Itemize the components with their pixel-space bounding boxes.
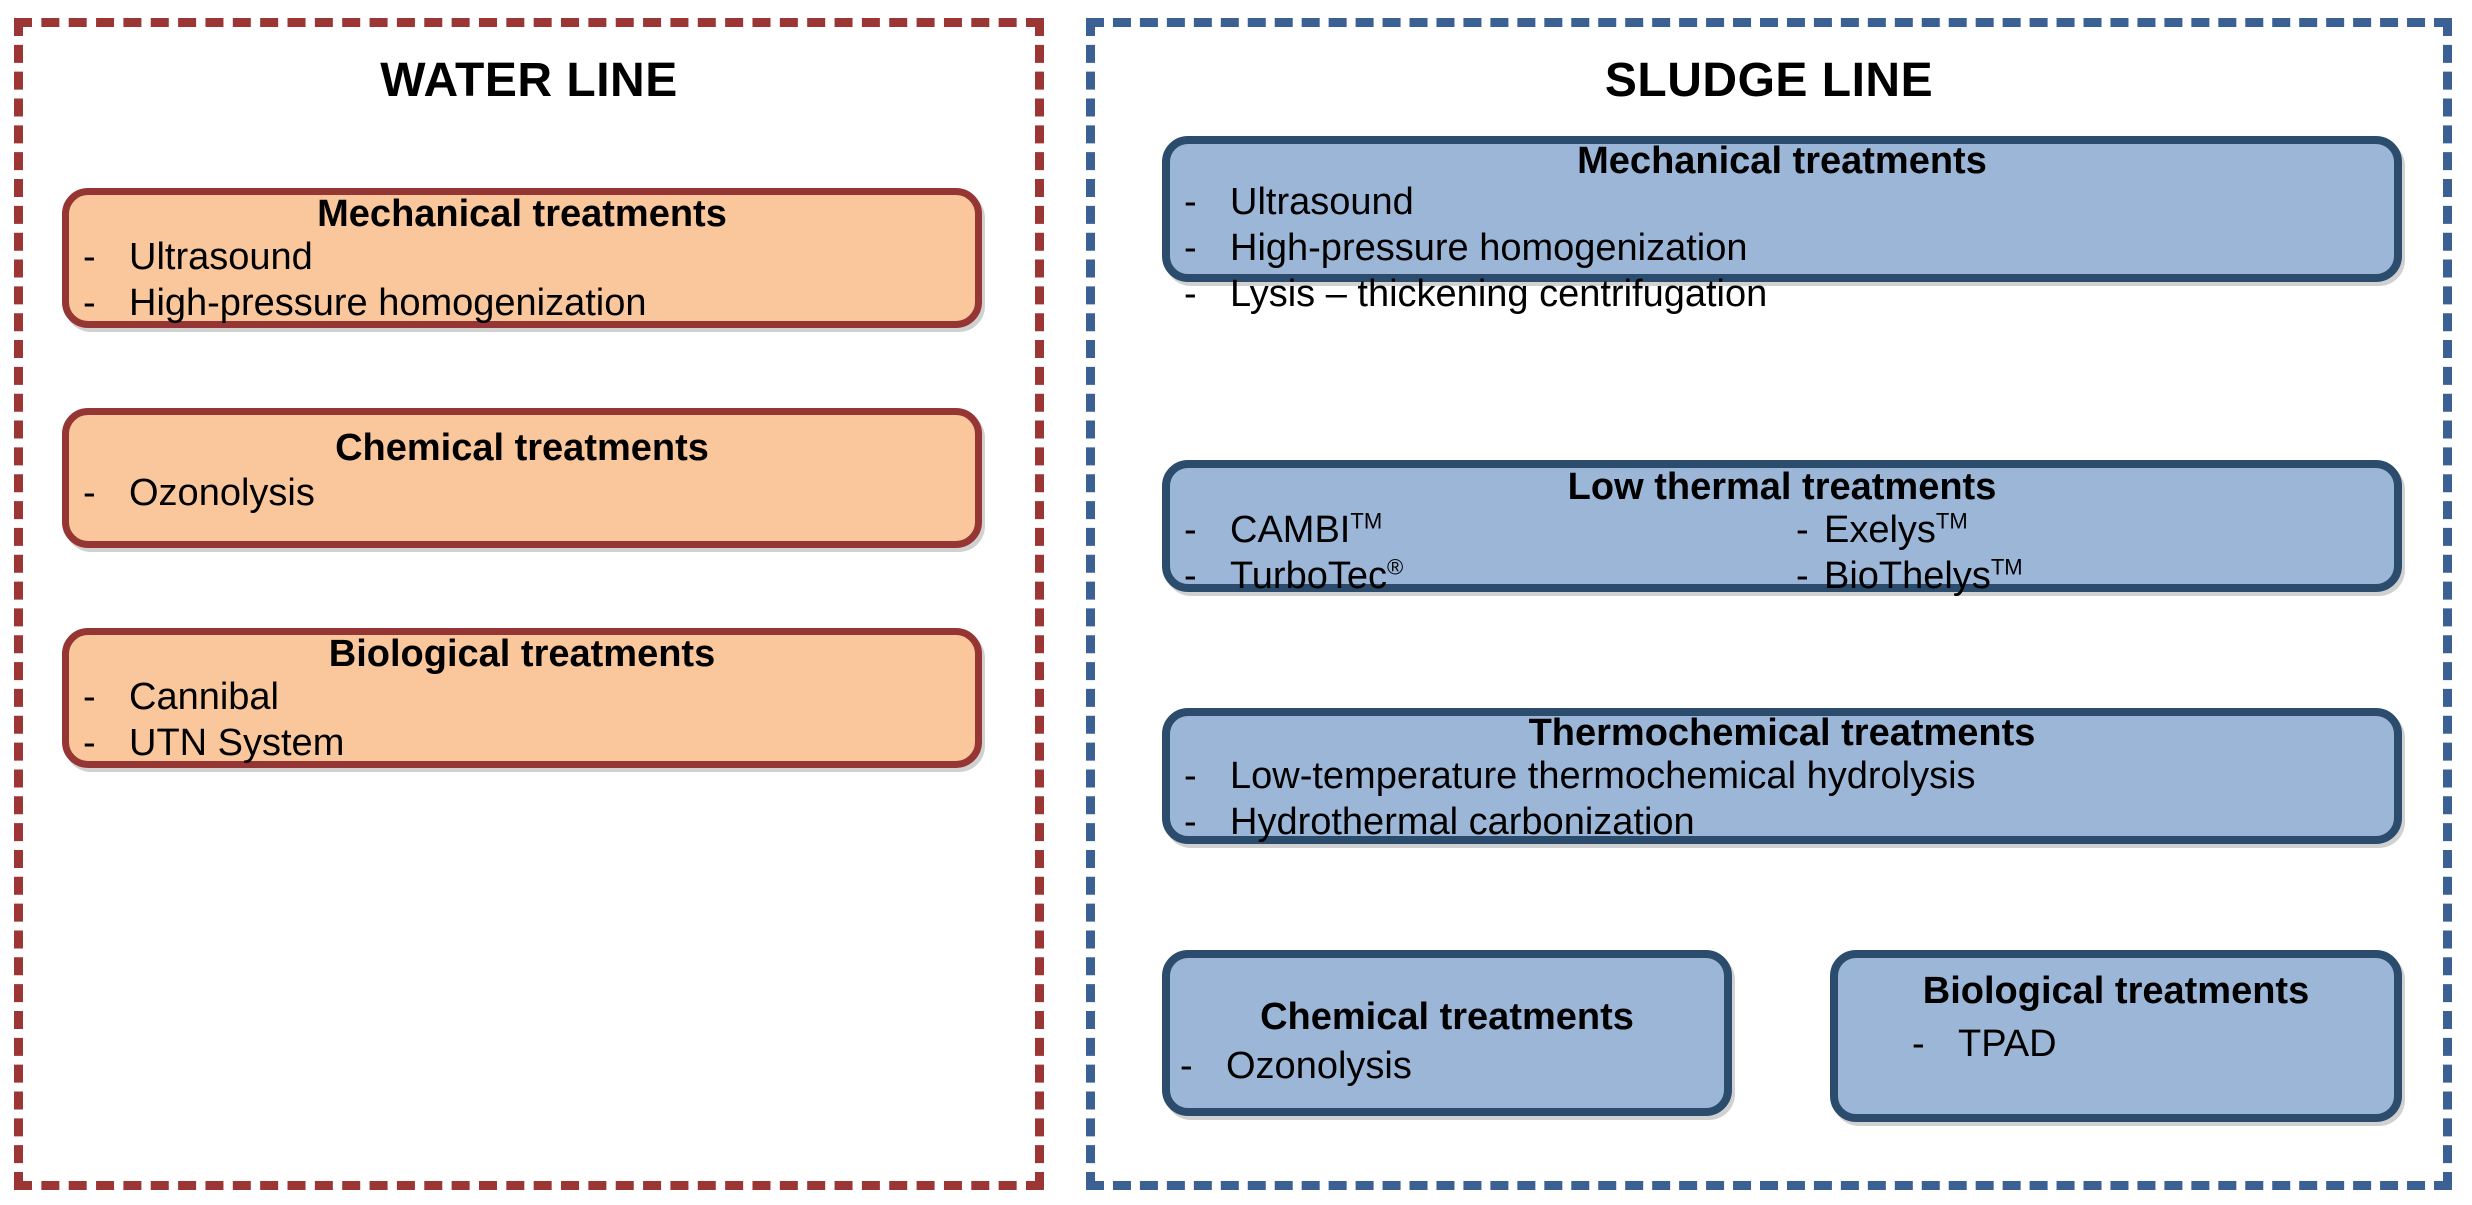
bullet-dash: -	[83, 235, 96, 278]
list-item-label: Ozonolysis	[1226, 1044, 1412, 1087]
list-item: - ExelysTM	[1796, 507, 2408, 553]
water-biological-treatments-box: Biological treatments - Cannibal - UTN S…	[62, 628, 982, 768]
list-item-label: High-pressure homogenization	[129, 281, 647, 324]
box-title: Chemical treatments	[1260, 996, 1634, 1038]
water-line-panel: WATER LINE	[14, 18, 1044, 1190]
sludge-line-title: SLUDGE LINE	[1604, 54, 1934, 107]
bullet-dash: -	[1184, 180, 1197, 223]
list-item-label: Cannibal	[129, 675, 279, 718]
box-item-list: - Cannibal - UTN System	[83, 674, 975, 767]
list-item: - BioThelysTM	[1796, 553, 2408, 599]
list-item: - Low-temperature thermochemical hydroly…	[1184, 753, 2394, 799]
box-item-columns: - CAMBITM - TurboTec® - ExelysTM - BioTh…	[1184, 507, 2408, 600]
box-title: Low thermal treatments	[1567, 466, 1997, 508]
list-item: - High-pressure homogenization	[83, 280, 975, 326]
list-item-label: TurboTec®	[1230, 554, 1404, 597]
box-title: Biological treatments	[328, 633, 716, 675]
box-title: Biological treatments	[1922, 970, 2310, 1012]
bullet-dash: -	[83, 675, 96, 718]
list-item: - TurboTec®	[1184, 553, 1796, 599]
bullet-dash: -	[1184, 800, 1197, 843]
list-item-label: Low-temperature thermochemical hydrolysi…	[1230, 754, 1976, 797]
bullet-dash: -	[1184, 554, 1197, 597]
list-item-label: Ultrasound	[129, 235, 313, 278]
sludge-chemical-treatments-box: Chemical treatments - Ozonolysis	[1162, 950, 1732, 1116]
box-item-list: - Ozonolysis	[1180, 1043, 1724, 1089]
list-item-label: Hydrothermal carbonization	[1230, 800, 1695, 843]
bullet-dash: -	[1796, 554, 1809, 597]
box-title: Chemical treatments	[335, 427, 709, 469]
bullet-dash: -	[1796, 508, 1809, 551]
box-title: Mechanical treatments	[1577, 140, 1987, 182]
box-item-list: - Ultrasound - High-pressure homogenizat…	[1184, 179, 2394, 318]
box-item-list: - Ozonolysis	[83, 470, 975, 516]
list-item: - CAMBITM	[1184, 507, 1796, 553]
bullet-dash: -	[1184, 508, 1197, 551]
bullet-dash: -	[83, 281, 96, 324]
list-item-label: High-pressure homogenization	[1230, 226, 1748, 269]
registered-mark: ®	[1387, 554, 1404, 580]
list-item: - Ultrasound	[1184, 179, 2394, 225]
bullet-dash: -	[83, 471, 96, 514]
list-item: - High-pressure homogenization	[1184, 225, 2394, 271]
bullet-dash: -	[1912, 1022, 1925, 1065]
list-item: - Cannibal	[83, 674, 975, 720]
sludge-line-panel: SLUDGE LINE	[1086, 18, 2452, 1190]
sludge-biological-treatments-box: Biological treatments - TPAD	[1830, 950, 2402, 1122]
column-left: - CAMBITM - TurboTec®	[1184, 507, 1796, 600]
list-item-label: UTN System	[129, 721, 345, 764]
list-item: - Hydrothermal carbonization	[1184, 799, 2394, 845]
sludge-thermochemical-treatments-box: Thermochemical treatments - Low-temperat…	[1162, 708, 2402, 844]
column-right: - ExelysTM - BioThelysTM	[1796, 507, 2408, 600]
list-item: - Lysis – thickening centrifugation	[1184, 271, 2394, 317]
list-item-label: CAMBITM	[1230, 507, 1383, 551]
trademark-mark: TM	[1935, 507, 1968, 533]
bullet-dash: -	[1184, 754, 1197, 797]
trademark-mark: TM	[1350, 507, 1383, 533]
bullet-dash: -	[1184, 226, 1197, 269]
list-item: - Ozonolysis	[83, 470, 975, 516]
list-item-label: Lysis – thickening centrifugation	[1230, 273, 1768, 316]
sludge-low-thermal-treatments-box: Low thermal treatments - CAMBITM - Turbo…	[1162, 460, 2402, 597]
water-mechanical-treatments-box: Mechanical treatments - Ultrasound - Hig…	[62, 188, 982, 328]
box-item-list: - TPAD	[1912, 1021, 2394, 1067]
list-item-label: Ultrasound	[1230, 180, 1414, 223]
bullet-dash: -	[1180, 1044, 1193, 1087]
list-item-label: ExelysTM	[1824, 507, 1968, 551]
list-item: - TPAD	[1912, 1021, 2394, 1067]
list-item-label: BioThelysTM	[1824, 554, 2023, 597]
sludge-mechanical-treatments-box: Mechanical treatments - Ultrasound - Hig…	[1162, 136, 2402, 315]
bullet-dash: -	[83, 721, 96, 764]
water-line-title: WATER LINE	[380, 54, 678, 107]
trademark-mark: TM	[1990, 554, 2023, 580]
box-item-list: - Ultrasound - High-pressure homogenizat…	[83, 234, 975, 327]
box-item-list: - Low-temperature thermochemical hydroly…	[1184, 753, 2394, 846]
list-item-label: TPAD	[1958, 1022, 2057, 1065]
box-title: Mechanical treatments	[317, 193, 727, 235]
box-title: Thermochemical treatments	[1528, 712, 2036, 754]
water-chemical-treatments-box: Chemical treatments - Ozonolysis	[62, 408, 982, 548]
list-item: - Ultrasound	[83, 234, 975, 280]
list-item-label: Ozonolysis	[129, 471, 315, 514]
list-item: - UTN System	[83, 720, 975, 766]
list-item: - Ozonolysis	[1180, 1043, 1724, 1089]
bullet-dash: -	[1184, 273, 1197, 316]
